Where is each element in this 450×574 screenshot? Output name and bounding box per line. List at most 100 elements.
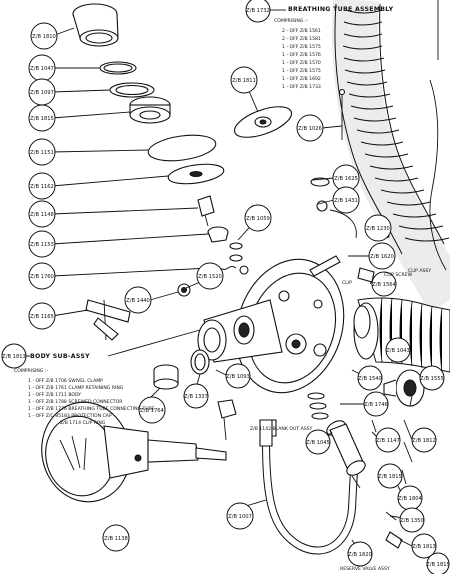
callout-1162: Z/B 1162 [28,172,56,200]
svg-text:Z/B 1431: Z/B 1431 [334,198,358,204]
callout-1045: Z/B 1045 [305,429,331,455]
callout-1059: Z/B 1059 [244,204,272,232]
callout-1007: Z/B 1007 [226,502,254,530]
callout-1520: Z/B 1520 [196,262,224,290]
svg-text:Z/B 1764: Z/B 1764 [140,408,164,414]
svg-text:Z/B 1337: Z/B 1337 [184,394,208,400]
callout-1820: Z/B 1820 [347,541,373,567]
svg-text:1 - OFF Z/C 85183 PROTECTION C: 1 - OFF Z/C 85183 PROTECTION CAP [28,413,112,419]
svg-text:Z/B 1746: Z/B 1746 [364,402,388,408]
svg-text:Z/B 1165: Z/B 1165 [30,314,54,320]
svg-text:Z/B 1007: Z/B 1007 [228,514,252,520]
svg-text:Z/B 1148: Z/B 1148 [30,212,54,218]
svg-text:Z/B 1151: Z/B 1151 [30,150,54,156]
body-casting [197,255,345,394]
clip-notes: CLIP SCREW CLIP ASSY CLIP RESERVE VALVE … [340,268,431,572]
svg-text:Z/B 1815: Z/B 1815 [426,562,450,568]
callout-1815b: Z/B 1815 [377,463,403,489]
callout-1811: Z/B 1811 [230,66,258,94]
callout-1764: Z/B 1764 [138,396,166,424]
svg-text:CLIP: CLIP [342,280,352,286]
svg-text:Z/B 1815: Z/B 1815 [30,116,54,122]
svg-text:COMPRISING :-: COMPRISING :- [274,18,308,24]
svg-text:1 - OFF Z/B 1733: 1 - OFF Z/B 1733 [282,84,321,90]
svg-text:Z/B 1162: Z/B 1162 [30,184,54,190]
valve-1153 [207,226,243,262]
svg-text:Z/B 1230: Z/B 1230 [366,226,390,232]
callout-1047: Z/B 1047 [28,54,56,82]
callout-1230: Z/B 1230 [364,214,392,242]
svg-text:Z/B 1142 BLANK OUT ASSY: Z/B 1142 BLANK OUT ASSY [250,426,313,432]
svg-text:COMPRISING :-: COMPRISING :- [14,368,48,374]
svg-text:Z/B 1732: Z/B 1732 [246,8,270,14]
svg-text:Z/B 1093: Z/B 1093 [226,374,250,380]
svg-text:Z/B 1540: Z/B 1540 [358,376,382,382]
svg-text:1 - OFF Z/B 1575: 1 - OFF Z/B 1575 [282,44,321,50]
callout-1153: Z/B 1153 [28,230,56,258]
diaphragm-1151 [147,134,217,162]
svg-text:2 - OFF Z/B 1581: 2 - OFF Z/B 1581 [282,36,321,42]
breathing-tube-assy-block: Z/B 1732 BREATHING TUBE ASSEMBLY COMPRIS… [245,0,394,90]
callout-1440: Z/B 1440 [124,286,152,314]
svg-text:Z/B 1810: Z/B 1810 [32,34,56,40]
svg-text:Z/B 1147: Z/B 1147 [376,438,400,444]
svg-text:Z/B 1625: Z/B 1625 [334,176,358,182]
svg-text:Z/B 1043: Z/B 1043 [386,348,410,354]
callout-1810: Z/B 1810 [30,22,58,50]
callout-1555: Z/B 1555 [419,365,445,391]
svg-text:1 - OFF Z/B 1692: 1 - OFF Z/B 1692 [282,76,321,82]
svg-text:Z/B 1026: Z/B 1026 [298,126,322,132]
svg-text:Z/B 1815: Z/B 1815 [378,474,402,480]
cap-1764 [153,364,179,390]
callout-1138: Z/B 1138 [102,524,130,552]
body-sub-assy-block: Z/B 1813 BODY SUB-ASSY COMPRISING :- 1 -… [1,329,201,426]
svg-text:Z/B 1350: Z/B 1350 [400,518,424,524]
svg-text:Z/B 1555: Z/B 1555 [420,376,444,382]
svg-text:1 - OFF Z/B 1576: 1 - OFF Z/B 1576 [282,52,321,58]
svg-text:Z/B 1059: Z/B 1059 [246,216,270,222]
callout-1620: Z/B 1620 [368,242,396,270]
svg-text:CLIP SCREW: CLIP SCREW [384,272,413,278]
svg-text:Z/B 1804: Z/B 1804 [398,496,422,502]
nut-1815 [129,96,171,124]
callout-1142: Z/B 1142 BLANK OUT ASSY [250,426,313,432]
svg-text:1 - OFF Z/B 1706 SWIVEL CLAMP: 1 - OFF Z/B 1706 SWIVEL CLAMP [28,378,103,384]
leader-lines [51,27,413,553]
wheel-1043 [383,369,425,407]
svg-text:Z/B 1153: Z/B 1153 [30,242,54,248]
svg-text:Z/B 1520: Z/B 1520 [198,274,222,280]
svg-text:Z/B 1138: Z/B 1138 [104,536,128,542]
svg-text:Z/B 1045: Z/B 1045 [306,440,330,446]
callout-1043: Z/B 1043 [385,337,411,363]
nut-1337 [217,399,237,441]
callout-1093: Z/B 1093 [225,363,251,389]
callout-1097: Z/B 1097 [28,78,56,106]
pressure-gauge [41,401,227,503]
svg-text:Z/B 1760: Z/B 1760 [30,274,54,280]
svg-text:Z/B 1047: Z/B 1047 [30,66,54,72]
svg-text:Z/B 1714 CLIP RING: Z/B 1714 CLIP RING [60,420,106,426]
svg-text:BODY SUB-ASSY: BODY SUB-ASSY [30,353,90,360]
hose-spring [429,0,447,271]
svg-text:CLIP ASSY: CLIP ASSY [408,268,431,274]
callout-1026: Z/B 1026 [296,114,324,142]
svg-text:1 - OFF Z/B 1711 BODY: 1 - OFF Z/B 1711 BODY [28,392,81,398]
callout-1815c: Z/B 1815 [426,552,450,574]
callout-1148: Z/B 1148 [28,200,56,228]
svg-text:2 - OFF Z/B 1561: 2 - OFF Z/B 1561 [282,28,321,34]
callout-1812: Z/B 1812 [411,427,437,453]
svg-text:1 - OFF Z/B 1788 SCREWED CONNE: 1 - OFF Z/B 1788 SCREWED CONNECTOR [28,399,123,405]
callout-1540: Z/B 1540 [357,365,383,391]
nut-1520 [177,283,191,297]
svg-text:1 - OFF Z/B 1570: 1 - OFF Z/B 1570 [282,60,321,66]
screw-1148 [197,195,215,227]
ring-1047 [99,61,137,75]
cap-1810 [72,3,119,47]
svg-text:BREATHING TUBE ASSEMBLY: BREATHING TUBE ASSEMBLY [288,6,394,13]
callout-1760: Z/B 1760 [28,262,56,290]
callout-1815: Z/B 1815 [28,104,56,132]
callout-1813b: Z/B 1813 [411,533,437,559]
rings-1746 [307,392,329,420]
